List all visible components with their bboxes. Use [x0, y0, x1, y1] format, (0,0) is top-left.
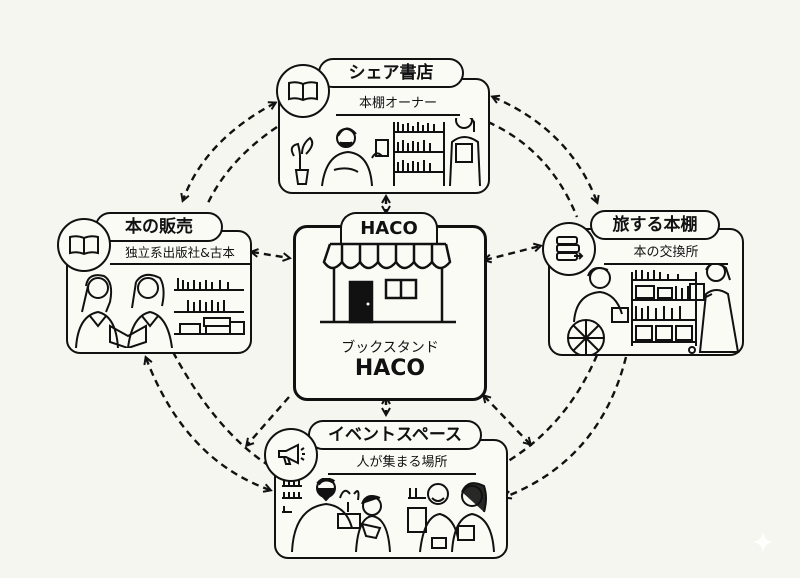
node-subtitle: 独立系出版社&古本	[110, 243, 250, 265]
edge-top-right-outer	[493, 97, 597, 202]
node-title: 旅する本棚	[590, 210, 720, 240]
node-title: イベントスペース	[308, 420, 482, 450]
center-sign-label: HACO	[340, 212, 438, 244]
node-subtitle: 本の交換所	[604, 243, 728, 265]
edge-right-bottom-inner	[497, 354, 599, 469]
community-gathering-illustration	[282, 478, 495, 553]
edge-right-bottom-outer	[505, 356, 628, 497]
open-book-icon	[57, 218, 111, 272]
edge-center-left	[252, 252, 289, 258]
node-title: シェア書店	[318, 58, 464, 88]
edge-top-left-outer	[183, 103, 275, 200]
open-book-icon	[276, 64, 330, 118]
storefront-icon	[320, 242, 456, 324]
students-reading-illustration	[75, 273, 245, 348]
bookshelf-owners-illustration	[290, 118, 481, 187]
stacked-books-icon	[542, 222, 596, 276]
node-subtitle: 人が集まる場所	[328, 453, 476, 475]
edge-left-bottom-inner	[171, 351, 269, 467]
center-name-line1: ブックスタンド	[341, 340, 439, 356]
book-exchange-cart-illustration	[567, 264, 740, 356]
megaphone-icon	[264, 428, 318, 482]
sparkle-icon	[752, 531, 774, 553]
edge-center-right	[485, 246, 540, 260]
edge-bottom-right-short	[484, 396, 530, 444]
edge-left-bottom-outer	[146, 358, 270, 490]
edge-top-right-inner	[487, 120, 579, 218]
node-title: 本の販売	[95, 212, 223, 242]
node-subtitle: 本棚オーナー	[336, 94, 460, 116]
edge-top-left-inner	[205, 126, 278, 206]
center-name-line2: HACO	[354, 356, 426, 381]
